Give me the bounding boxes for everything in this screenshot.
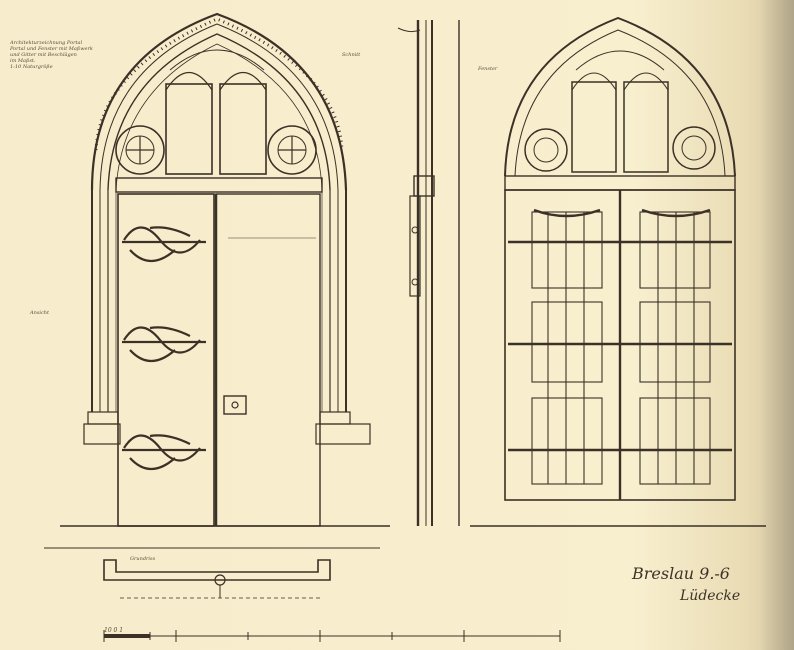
header-note-line: Portal und Fenster mit Maßwerk [10, 46, 93, 52]
header-note-line: im Maßst. [10, 58, 36, 64]
sheet-edge-shadow [760, 0, 794, 650]
header-note-line: 1:10 Naturgröße [10, 64, 53, 70]
header-note-line: Architekturzeichnung Portal [10, 40, 83, 46]
window-elevation [470, 16, 766, 527]
portal-elevation [60, 12, 390, 527]
signature-place-date: Breslau 9.-6 [632, 564, 730, 583]
header-note: Architekturzeichnung Portal Portal und F… [10, 40, 93, 70]
plan-label: Grundriss [130, 556, 156, 562]
header-note-line: und Gitter mit Beschlägen [10, 52, 77, 58]
door-plan [44, 547, 380, 599]
scale-bar [103, 630, 561, 642]
window-label: Fenster [478, 66, 498, 72]
door-section [397, 20, 460, 526]
scale-bar-label: 10 0 1 [104, 627, 124, 634]
section-label: Schnitt [342, 52, 361, 58]
signature-name: Lüdecke [680, 588, 741, 604]
side-label: Ansicht [30, 310, 50, 316]
